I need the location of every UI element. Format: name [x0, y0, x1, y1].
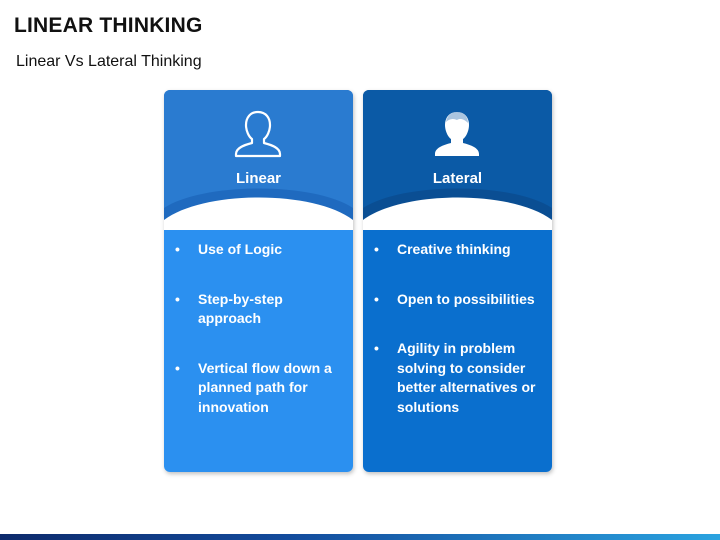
- linear-points-list: •Use of Logic •Step-by-step approach •Ve…: [164, 240, 353, 447]
- list-item: •Open to possibilities: [363, 290, 552, 310]
- list-item: •Use of Logic: [164, 240, 353, 260]
- linear-card-header: Linear: [164, 90, 353, 230]
- linear-card: •Use of Logic •Step-by-step approach •Ve…: [164, 90, 353, 472]
- lateral-points-list: •Creative thinking •Open to possibilitie…: [363, 240, 552, 447]
- linear-card-body: •Use of Logic •Step-by-step approach •Ve…: [164, 230, 353, 472]
- list-item: •Vertical flow down a planned path for i…: [175, 359, 332, 415]
- bullet-icon: •: [175, 359, 180, 376]
- lateral-card-body: •Creative thinking •Open to possibilitie…: [363, 230, 552, 472]
- person-solid-icon: [435, 112, 479, 156]
- bullet-icon: •: [374, 340, 379, 356]
- person-outline-icon: [234, 110, 282, 158]
- bullet-icon: •: [374, 290, 379, 307]
- lateral-card-label: Lateral: [432, 170, 483, 187]
- slide-title: LINEAR THINKING: [14, 14, 203, 37]
- bullet-icon: •: [175, 241, 180, 257]
- slide-subtitle: Linear Vs Lateral Thinking: [16, 53, 202, 70]
- list-item: •Creative thinking: [363, 240, 552, 260]
- bullet-icon: •: [175, 290, 180, 307]
- lateral-card-header: Lateral: [363, 90, 552, 230]
- list-item: •Agility in problem solving to consider …: [374, 340, 536, 415]
- lateral-card: •Creative thinking •Open to possibilitie…: [363, 90, 552, 472]
- bullet-icon: •: [374, 241, 379, 257]
- list-item: •Step-by-step approach: [175, 290, 283, 327]
- linear-card-label: Linear: [235, 170, 281, 187]
- bottom-accent-bar: [0, 534, 720, 540]
